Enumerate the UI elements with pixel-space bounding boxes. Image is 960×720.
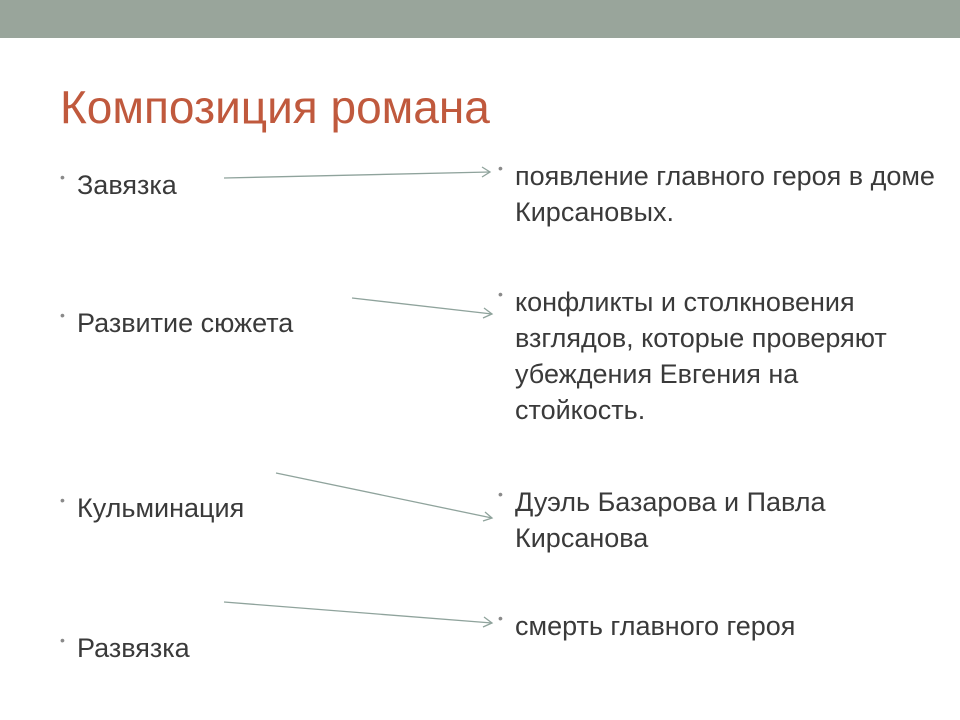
description-item-kulminaciya: • Дуэль Базарова и Павла Кирсанова [498, 484, 935, 556]
description-item-razvyazka: • смерть главного героя [498, 608, 935, 644]
arrow-razvitie [351, 297, 493, 315]
stage-label: Развязка [77, 633, 190, 663]
bullet-icon: • [60, 632, 65, 648]
stage-item-razvitie: • Развитие сюжета [60, 305, 294, 341]
stage-label: Развитие сюжета [77, 308, 294, 338]
stage-item-zavyazka: • Завязка [60, 167, 177, 203]
arrowhead-razvyazka [482, 616, 494, 628]
arrow-razvyazka [223, 601, 493, 624]
stage-item-kulminaciya: • Кульминация [60, 490, 245, 526]
arrow-zavyazka [223, 171, 491, 179]
bullet-icon: • [60, 492, 65, 508]
bullet-icon: • [498, 286, 503, 302]
bullet-icon: • [498, 160, 503, 176]
arrow-kulminaciya [275, 472, 493, 519]
bullet-icon: • [498, 610, 503, 626]
arrowhead-kulminaciya [482, 511, 494, 522]
bullet-icon: • [498, 486, 503, 502]
stage-label: Завязка [77, 170, 177, 200]
stage-item-razvyazka: • Развязка [60, 630, 190, 666]
description-item-razvitie: • конфликты и столкновения взглядов, кот… [498, 284, 935, 428]
description-text: конфликты и столкновения взглядов, котор… [515, 287, 887, 425]
arrowhead-zavyazka [481, 166, 492, 178]
slide-title: Композиция романа [60, 81, 490, 133]
top-accent-bar [0, 0, 960, 38]
description-text: появление главного героя в доме Кирсанов… [515, 161, 935, 227]
description-text: Дуэль Базарова и Павла Кирсанова [515, 487, 826, 553]
arrowhead-razvitie [482, 307, 494, 319]
bullet-icon: • [60, 169, 65, 185]
bullet-icon: • [60, 307, 65, 323]
description-text: смерть главного героя [515, 611, 796, 641]
stage-label: Кульминация [77, 493, 245, 523]
description-item-zavyazka: • появление главного героя в доме Кирсан… [498, 158, 935, 230]
